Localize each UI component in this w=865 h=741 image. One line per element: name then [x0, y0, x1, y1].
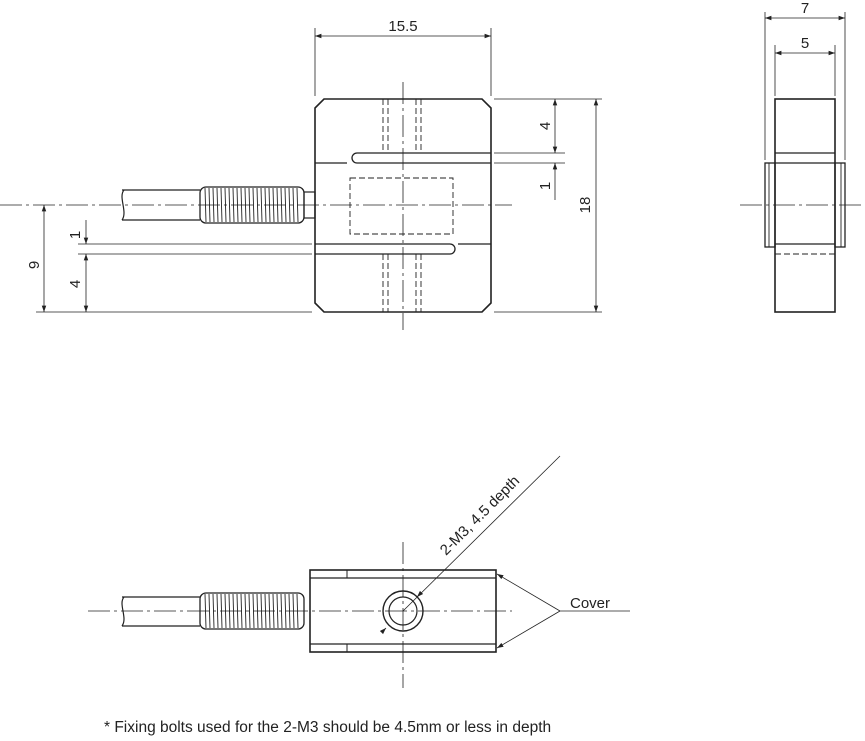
thread-ridge [236, 593, 239, 629]
thread-ridge [260, 593, 263, 629]
dim-side-inner [774, 45, 836, 96]
thread-ridge [252, 593, 255, 629]
thread-ridge [208, 187, 211, 223]
front-body-outline [314, 98, 492, 313]
threaded-hole-outer [382, 590, 424, 632]
hidden-pocket [349, 177, 454, 235]
thread-ridge [284, 593, 287, 629]
thread-ridge [296, 187, 299, 223]
lower-slot [315, 243, 456, 255]
thread-ridge [264, 593, 267, 629]
dim-side-inner-label: 5 [801, 35, 809, 52]
dim-upper-slot [494, 99, 565, 200]
bolt-leader [402, 455, 561, 612]
thread-ridge [248, 187, 251, 223]
dim-left [36, 205, 312, 313]
hidden-holes [382, 99, 422, 312]
thread-ridge [212, 593, 215, 629]
cable [121, 189, 200, 221]
thread-ridge [228, 187, 231, 223]
thread-ridge [252, 187, 255, 223]
thread-ridge [236, 187, 239, 223]
thread-ridge [220, 187, 223, 223]
side-body [774, 98, 836, 313]
dim-side-outer [764, 12, 846, 160]
side-cover-left [764, 162, 776, 248]
thread-ridge [268, 593, 271, 629]
dim-slot-gap-upper-label: 1 [537, 182, 554, 190]
thread-ridge [224, 187, 227, 223]
thread-ridge [224, 593, 227, 629]
dim-slot-gap-lower-label: 1 [67, 231, 84, 239]
thread-ridge [268, 187, 271, 223]
top-body [309, 569, 497, 653]
thread-ridge [232, 187, 235, 223]
thread-ridge [212, 187, 215, 223]
thread-ridge [264, 187, 267, 223]
thread-ridge [272, 593, 275, 629]
thread-ridge [208, 593, 211, 629]
thread-ridge [216, 593, 219, 629]
dim-bottom-offset-label: 4 [67, 280, 84, 288]
side-cover-right [834, 162, 846, 248]
thread-ridge [284, 187, 287, 223]
thread-ridge [204, 593, 207, 629]
thread-ridge [232, 593, 235, 629]
thread-ridge [292, 593, 295, 629]
thread-ridge [244, 187, 247, 223]
dim-width [314, 28, 492, 96]
front-view [0, 28, 602, 330]
dim-height [494, 98, 602, 313]
side-view [740, 12, 865, 313]
threaded-hole-inner [388, 596, 418, 626]
thread-ridge [244, 593, 247, 629]
dim-center-height-label: 9 [26, 261, 43, 269]
strain-relief-thread [204, 187, 299, 223]
thread-ridge [220, 593, 223, 629]
footnote: * Fixing bolts used for the 2-M3 should … [104, 719, 552, 736]
thread-ridge [204, 187, 207, 223]
thread-ridge [280, 187, 283, 223]
thread-ridge [240, 187, 243, 223]
thread-ridge [260, 187, 263, 223]
thread-ridge [256, 187, 259, 223]
bolt-label: 2-M3, 4.5 depth [437, 473, 523, 559]
dim-width-label: 15.5 [388, 18, 417, 35]
top-strain-relief-thread [204, 593, 299, 629]
dim-height-label: 18 [577, 197, 594, 214]
thread-ridge [276, 593, 279, 629]
thread-ridge [272, 187, 275, 223]
thread-ridge [292, 187, 295, 223]
thread-ridge [280, 593, 283, 629]
thread-ridge [256, 593, 259, 629]
cover-label: Cover [570, 595, 610, 612]
thread-ridge [288, 593, 291, 629]
dim-side-outer-label: 7 [801, 0, 809, 17]
thread-ridge [296, 593, 299, 629]
top-view [88, 455, 630, 688]
top-cable [121, 596, 200, 627]
thread-ridge [216, 187, 219, 223]
thread-ridge [276, 187, 279, 223]
thread-ridge [240, 593, 243, 629]
thread-ridge [228, 593, 231, 629]
top-strain-relief [199, 592, 305, 630]
upper-slot [351, 152, 491, 164]
dim-slot-offset-label: 4 [537, 122, 554, 130]
thread-ridge [248, 593, 251, 629]
thread-ridge [288, 187, 291, 223]
